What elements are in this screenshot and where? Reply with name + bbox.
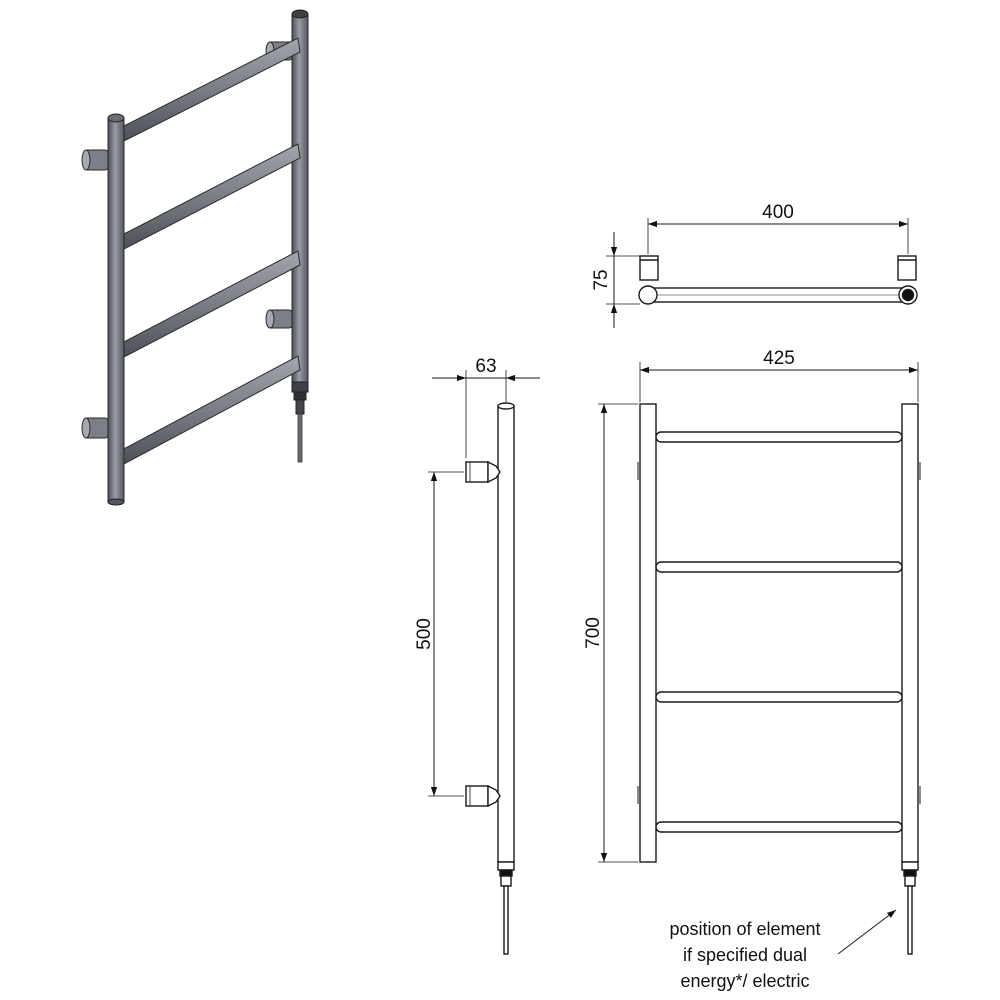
iso-bracket-lower-right [265,309,293,329]
front-view-rails [655,431,903,833]
dim-wall-offset: 63 [475,356,496,377]
note-line: position of element [669,919,821,939]
side-view-post [497,405,515,863]
dim-front-height: 700 [583,617,604,649]
iso-rail-1 [119,37,301,143]
note-line: energy*/ electric [680,971,810,991]
element-position-note: position of element if specified dual en… [640,916,850,994]
iso-rails [119,37,301,466]
top-view-bracket-left [639,255,659,281]
side-view [428,370,540,955]
iso-bracket-lower-left [81,417,109,439]
iso-heating-element [291,381,309,463]
note-leader-arrow [837,909,897,955]
iso-left-post [107,117,125,503]
front-view-right-post [901,403,919,863]
dim-top-width: 400 [762,202,794,223]
dim-top-depth: 75 [591,269,612,290]
iso-bracket-upper-left [81,149,109,171]
top-view-bracket-right [897,255,917,281]
front-view-rail-3 [655,691,903,703]
side-view-element [497,861,515,955]
front-view-rail-1 [655,431,903,443]
iso-rail-4 [119,355,301,466]
front-view-element [901,861,919,955]
iso-rail-2 [119,143,301,251]
iso-right-post [291,13,309,383]
iso-rail-3 [119,250,301,359]
dim-bracket-spacing: 500 [414,618,435,650]
top-view-post-left [638,285,658,305]
isometric-view [81,9,309,506]
side-view-bracket-lower [465,784,501,808]
dim-front-width: 425 [763,348,795,369]
front-view-left-post [639,403,657,863]
note-line: if specified dual [682,945,808,965]
front-view-rail-2 [655,561,903,573]
front-view-rail-4 [655,821,903,833]
top-view [606,218,918,328]
front-view [598,362,921,955]
side-view-bracket-upper [465,460,501,484]
